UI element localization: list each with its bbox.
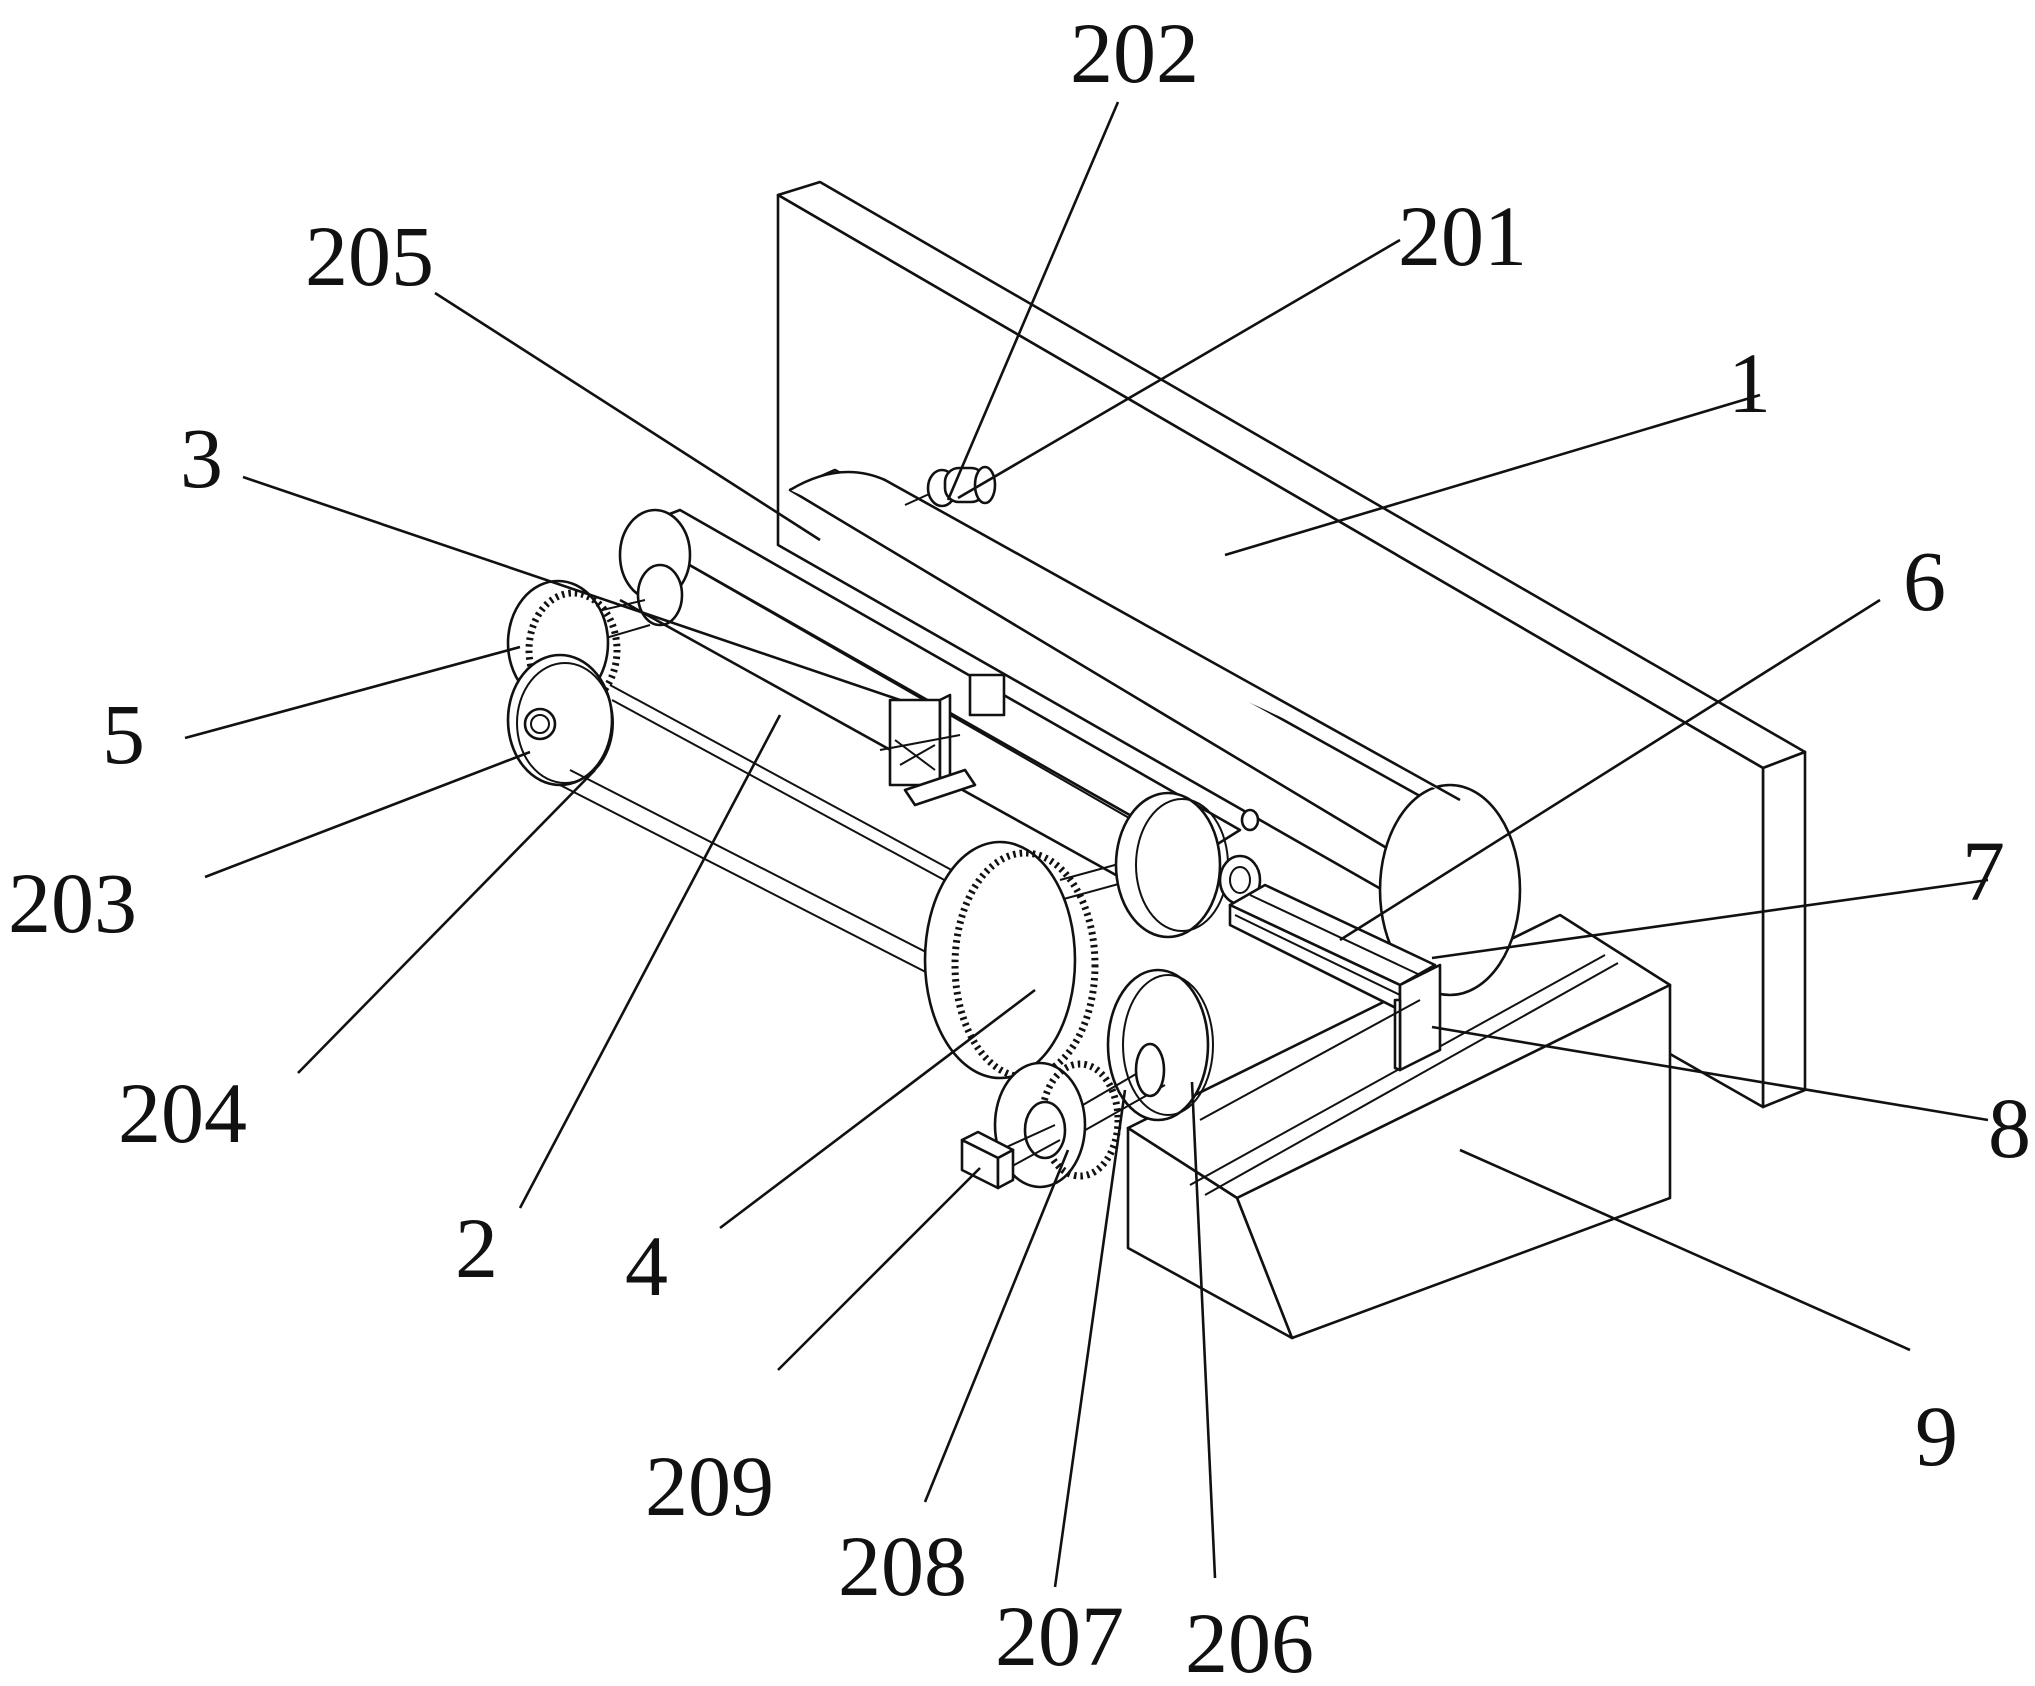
slider-block bbox=[1393, 963, 1442, 1072]
callout-208: 208 bbox=[838, 1518, 967, 1614]
callout-1: 1 bbox=[1728, 335, 1771, 431]
callout-205: 205 bbox=[305, 208, 434, 304]
right-disc bbox=[1059, 791, 1262, 939]
callout-203: 203 bbox=[8, 855, 137, 951]
callout-7: 7 bbox=[1962, 823, 2005, 919]
lower-drive-disc bbox=[1106, 968, 1421, 1122]
callout-2: 2 bbox=[455, 1200, 498, 1296]
callout-207: 207 bbox=[995, 1588, 1124, 1684]
callouts: 202 201 205 1 3 6 5 7 203 8 204 2 4 9 20… bbox=[8, 5, 2031, 1686]
callout-8: 8 bbox=[1988, 1080, 2031, 1176]
callout-206: 206 bbox=[1185, 1595, 1314, 1686]
lower-roller bbox=[618, 508, 1242, 907]
callout-209: 209 bbox=[645, 1438, 774, 1534]
callout-5: 5 bbox=[102, 686, 145, 782]
sensor-bracket bbox=[879, 673, 1006, 807]
top-coupling bbox=[904, 465, 997, 508]
leader-lines bbox=[184, 101, 1989, 1588]
callout-4: 4 bbox=[625, 1218, 668, 1314]
callout-3: 3 bbox=[180, 410, 223, 506]
left-pulley bbox=[506, 653, 614, 787]
callout-201: 201 bbox=[1398, 188, 1527, 284]
callout-9: 9 bbox=[1915, 1388, 1958, 1484]
guide-rail bbox=[1228, 883, 1437, 1012]
callout-204: 204 bbox=[118, 1065, 247, 1161]
small-gear-assembly bbox=[993, 1042, 1166, 1189]
upper-roller bbox=[788, 468, 1522, 997]
motor-cube bbox=[960, 1130, 1015, 1190]
callout-202: 202 bbox=[1070, 5, 1199, 101]
callout-6: 6 bbox=[1903, 533, 1946, 629]
